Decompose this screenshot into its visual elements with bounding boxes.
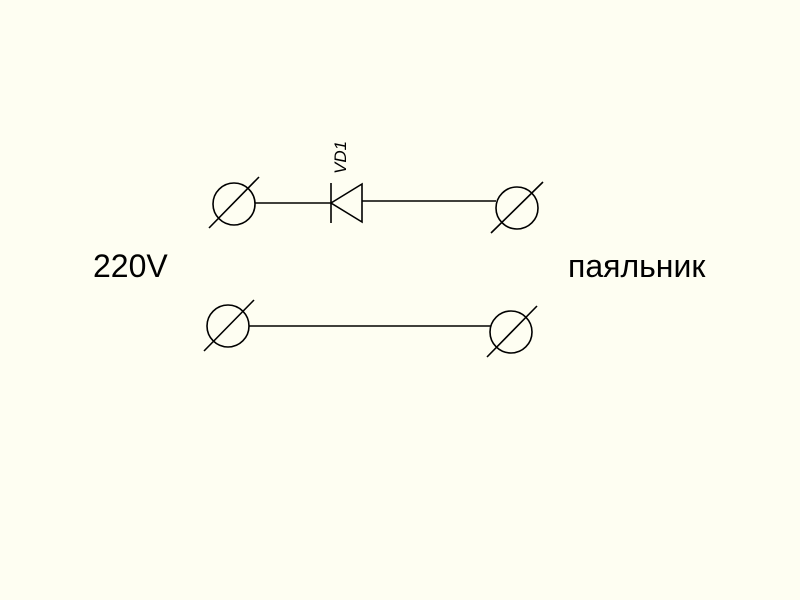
source-voltage-label: 220V — [93, 248, 168, 284]
load-label: паяльник — [568, 248, 706, 284]
diode-label: VD1 — [331, 141, 350, 174]
diode-vd1 — [329, 182, 363, 224]
terminal-bottom-right — [486, 305, 538, 358]
terminal-top-left — [208, 176, 260, 229]
terminal-bottom-left — [203, 299, 255, 352]
terminal-top-right — [490, 181, 544, 234]
